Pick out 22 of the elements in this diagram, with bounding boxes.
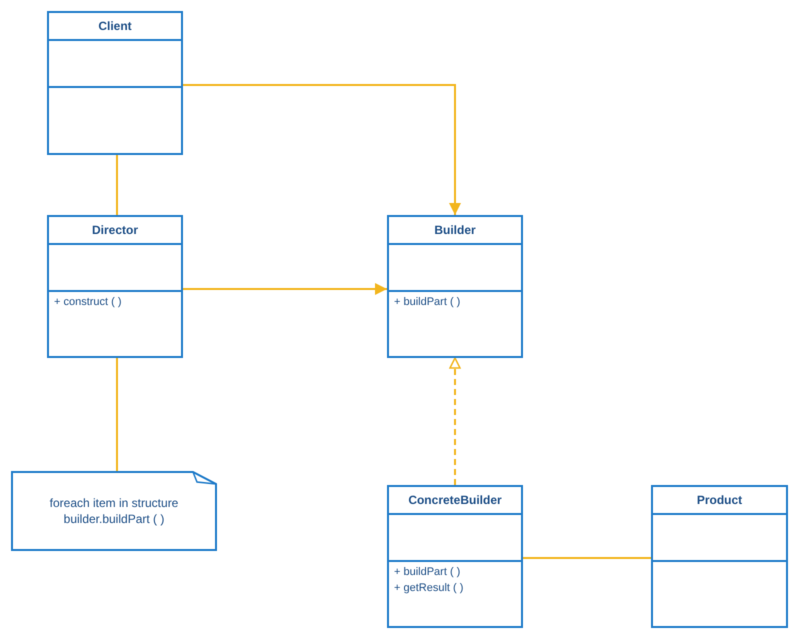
connector-line — [116, 358, 118, 471]
class-name: Client — [98, 18, 132, 35]
method-text: + buildPart ( ) — [394, 565, 460, 580]
class-box — [47, 215, 183, 358]
class-name: ConcreteBuilder — [408, 492, 502, 509]
arrow — [183, 283, 387, 295]
class-box — [47, 11, 183, 155]
class-box — [387, 215, 523, 358]
connector-line — [116, 155, 118, 215]
class-name: Director — [92, 222, 138, 239]
connector-line — [523, 557, 651, 559]
note-shape — [11, 471, 217, 551]
method-text: + construct ( ) — [54, 295, 122, 310]
arrow — [183, 84, 461, 215]
class-box — [387, 485, 523, 628]
note-text: foreach item in structure builder.buildPart ( ) — [48, 495, 180, 527]
method-text: + buildPart ( ) — [394, 295, 460, 310]
class-box — [651, 485, 788, 628]
method-text: + getResult ( ) — [394, 581, 464, 596]
class-name: Builder — [434, 222, 476, 239]
arrow — [449, 357, 461, 485]
class-name: Product — [696, 492, 742, 509]
